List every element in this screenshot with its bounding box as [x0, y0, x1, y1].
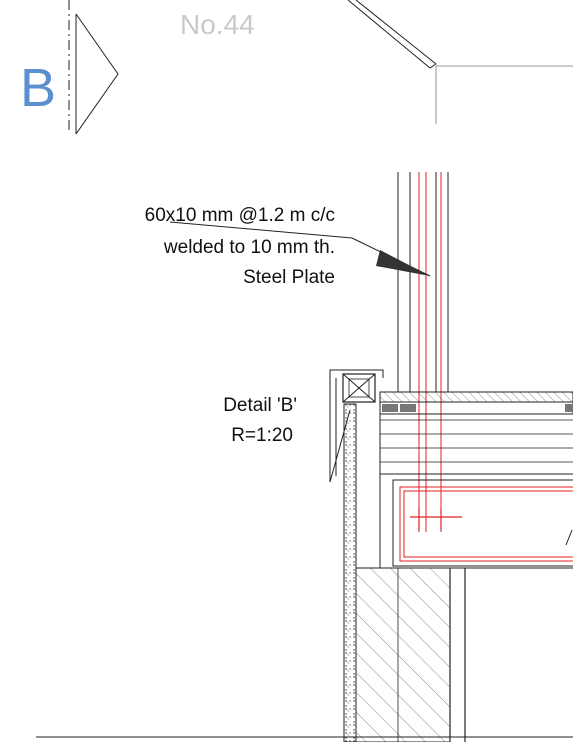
roof-screed-layer [379, 391, 573, 415]
callout-line-3: Steel Plate [243, 267, 335, 288]
sloped-roof-element [347, 0, 573, 124]
section-marker-letter: B [20, 58, 57, 118]
detail-title: Detail 'B' [223, 395, 297, 416]
masonry-wall [355, 567, 573, 742]
callout-leader [169, 221, 431, 277]
steel-beam-outline [392, 479, 573, 567]
section-cut-marker [68, 0, 119, 135]
sheet-number: No.44 [180, 9, 255, 40]
steel-flat-bar [418, 172, 442, 532]
vertical-post [397, 172, 449, 392]
concrete-wall [343, 403, 357, 742]
callout-line-2: welded to 10 mm th. [163, 237, 335, 258]
parapet-coping [329, 369, 384, 483]
callout-line-1: 60x10 mm @1.2 m c/c [144, 205, 335, 226]
slab-layers [379, 392, 573, 568]
detail-scale: R=1:20 [231, 425, 293, 446]
